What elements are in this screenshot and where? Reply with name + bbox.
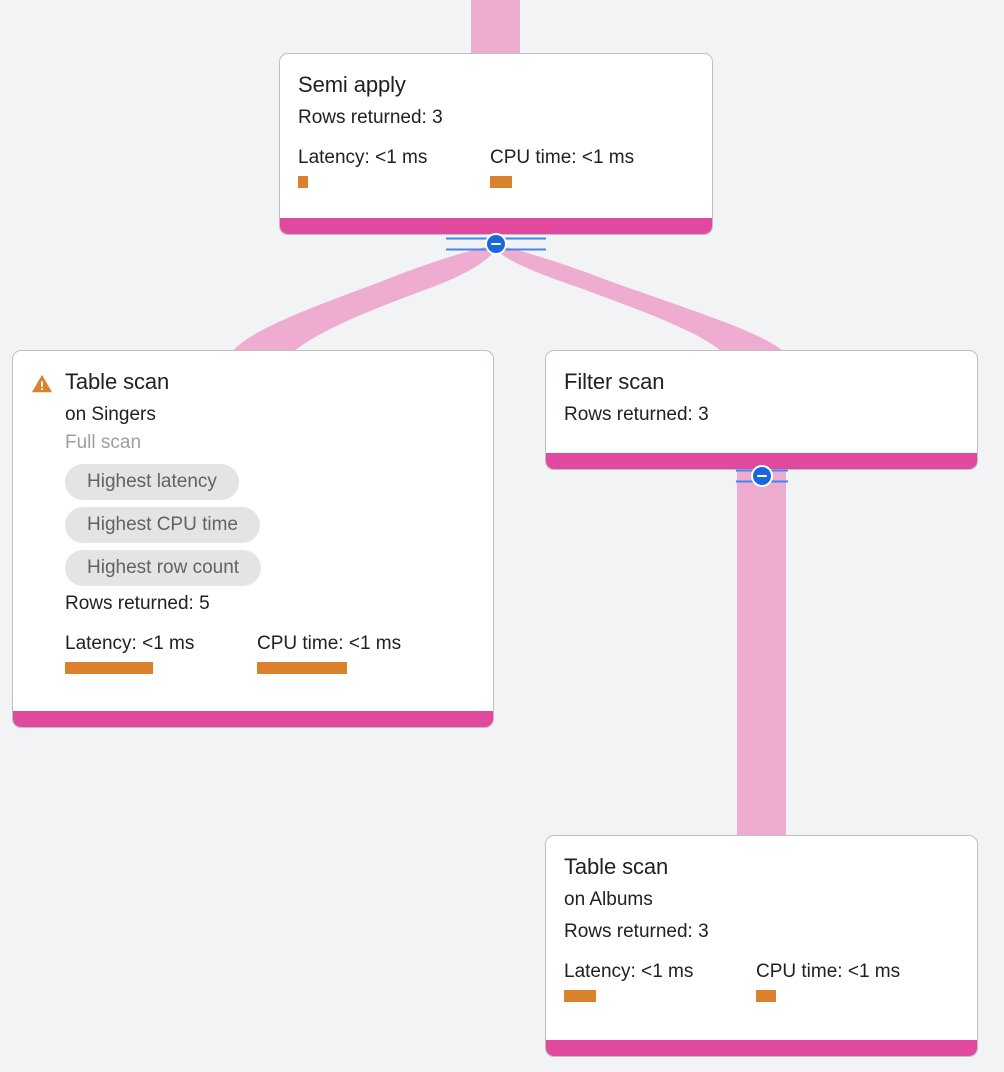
node-title: Table scan bbox=[65, 369, 170, 394]
scan-type: Full scan bbox=[65, 432, 142, 453]
node-table-scan-singers[interactable]: Table scan on Singers Full scan Highest … bbox=[12, 350, 494, 728]
node-filter-scan-header: Filter scan bbox=[564, 367, 959, 397]
metric-cpu-time-label: CPU time: <1 ms bbox=[257, 633, 402, 654]
metric-latency-label: Latency: <1 ms bbox=[298, 147, 428, 168]
node-subtitle: on Albums bbox=[564, 889, 653, 910]
node-filter-scan-body: Filter scan Rows returned: 3 bbox=[546, 351, 977, 453]
metric-cpu-time: CPU time: <1 ms bbox=[490, 146, 634, 188]
node-semi-apply-header: Semi apply bbox=[298, 70, 694, 100]
metric-cpu-time-bar bbox=[490, 176, 512, 188]
metric-cpu-time: CPU time: <1 ms bbox=[257, 632, 401, 674]
metrics-row: Latency: <1 ms CPU time: <1 ms bbox=[564, 960, 959, 1002]
toggle-filter-scan[interactable] bbox=[736, 465, 788, 487]
node-title: Table scan bbox=[564, 854, 669, 879]
minus-icon bbox=[485, 233, 507, 255]
node-filter-scan-footer bbox=[546, 453, 977, 469]
node-table-scan-albums-header: Table scan bbox=[564, 852, 959, 882]
chip-highest-cpu-time: Highest CPU time bbox=[65, 507, 260, 543]
chip-highest-latency: Highest latency bbox=[65, 464, 239, 500]
metric-latency: Latency: <1 ms bbox=[65, 632, 257, 674]
metric-latency: Latency: <1 ms bbox=[298, 146, 490, 188]
warning-icon bbox=[31, 374, 53, 393]
rows-returned: Rows returned: 3 bbox=[564, 404, 709, 425]
node-semi-apply-footer bbox=[280, 218, 712, 234]
node-table-scan-albums-body: Table scan on Albums Rows returned: 3 La… bbox=[546, 836, 977, 1040]
metric-latency-bar bbox=[65, 662, 153, 674]
metrics-row: Latency: <1 ms CPU time: <1 ms bbox=[65, 632, 475, 674]
node-semi-apply[interactable]: Semi apply Rows returned: 3 Latency: <1 … bbox=[279, 53, 713, 235]
metric-latency-bar bbox=[298, 176, 308, 188]
edge-semi-apply-to-filter-scan bbox=[497, 246, 784, 352]
node-table-scan-singers-body: Table scan on Singers Full scan Highest … bbox=[13, 351, 493, 711]
metrics-row: Latency: <1 ms CPU time: <1 ms bbox=[298, 146, 694, 188]
edge-filter-scan-to-table-scan-albums bbox=[737, 470, 786, 838]
node-filter-scan[interactable]: Filter scan Rows returned: 3 bbox=[545, 350, 978, 470]
node-table-scan-singers-footer bbox=[13, 711, 493, 727]
edge-semi-apply-to-table-scan-singers bbox=[232, 246, 496, 352]
node-title: Semi apply bbox=[298, 72, 406, 97]
metric-latency: Latency: <1 ms bbox=[564, 960, 756, 1002]
toggle-semi-apply[interactable] bbox=[446, 233, 546, 255]
chips-list: Highest latency Highest CPU time Highest… bbox=[65, 464, 475, 586]
rows-returned: Rows returned: 5 bbox=[65, 593, 210, 614]
metric-cpu-time-label: CPU time: <1 ms bbox=[756, 961, 901, 982]
metric-latency-label: Latency: <1 ms bbox=[65, 633, 195, 654]
node-semi-apply-body: Semi apply Rows returned: 3 Latency: <1 … bbox=[280, 54, 712, 218]
rows-returned: Rows returned: 3 bbox=[298, 107, 443, 128]
rows-returned: Rows returned: 3 bbox=[564, 921, 709, 942]
node-subtitle: on Singers bbox=[65, 404, 156, 425]
metric-cpu-time-bar bbox=[756, 990, 776, 1002]
node-table-scan-albums-footer bbox=[546, 1040, 977, 1056]
edge-parent-to-semi-apply bbox=[471, 0, 520, 54]
metric-cpu-time: CPU time: <1 ms bbox=[756, 960, 900, 1002]
minus-icon bbox=[751, 465, 773, 487]
node-table-scan-albums[interactable]: Table scan on Albums Rows returned: 3 La… bbox=[545, 835, 978, 1057]
node-title: Filter scan bbox=[564, 369, 665, 394]
metric-cpu-time-bar bbox=[257, 662, 347, 674]
metric-latency-label: Latency: <1 ms bbox=[564, 961, 694, 982]
node-table-scan-singers-header: Table scan bbox=[31, 367, 475, 397]
metric-cpu-time-label: CPU time: <1 ms bbox=[490, 147, 635, 168]
node-details: on Singers Full scan Highest latency Hig… bbox=[31, 401, 475, 674]
chip-highest-row-count: Highest row count bbox=[65, 550, 262, 586]
metric-latency-bar bbox=[564, 990, 596, 1002]
